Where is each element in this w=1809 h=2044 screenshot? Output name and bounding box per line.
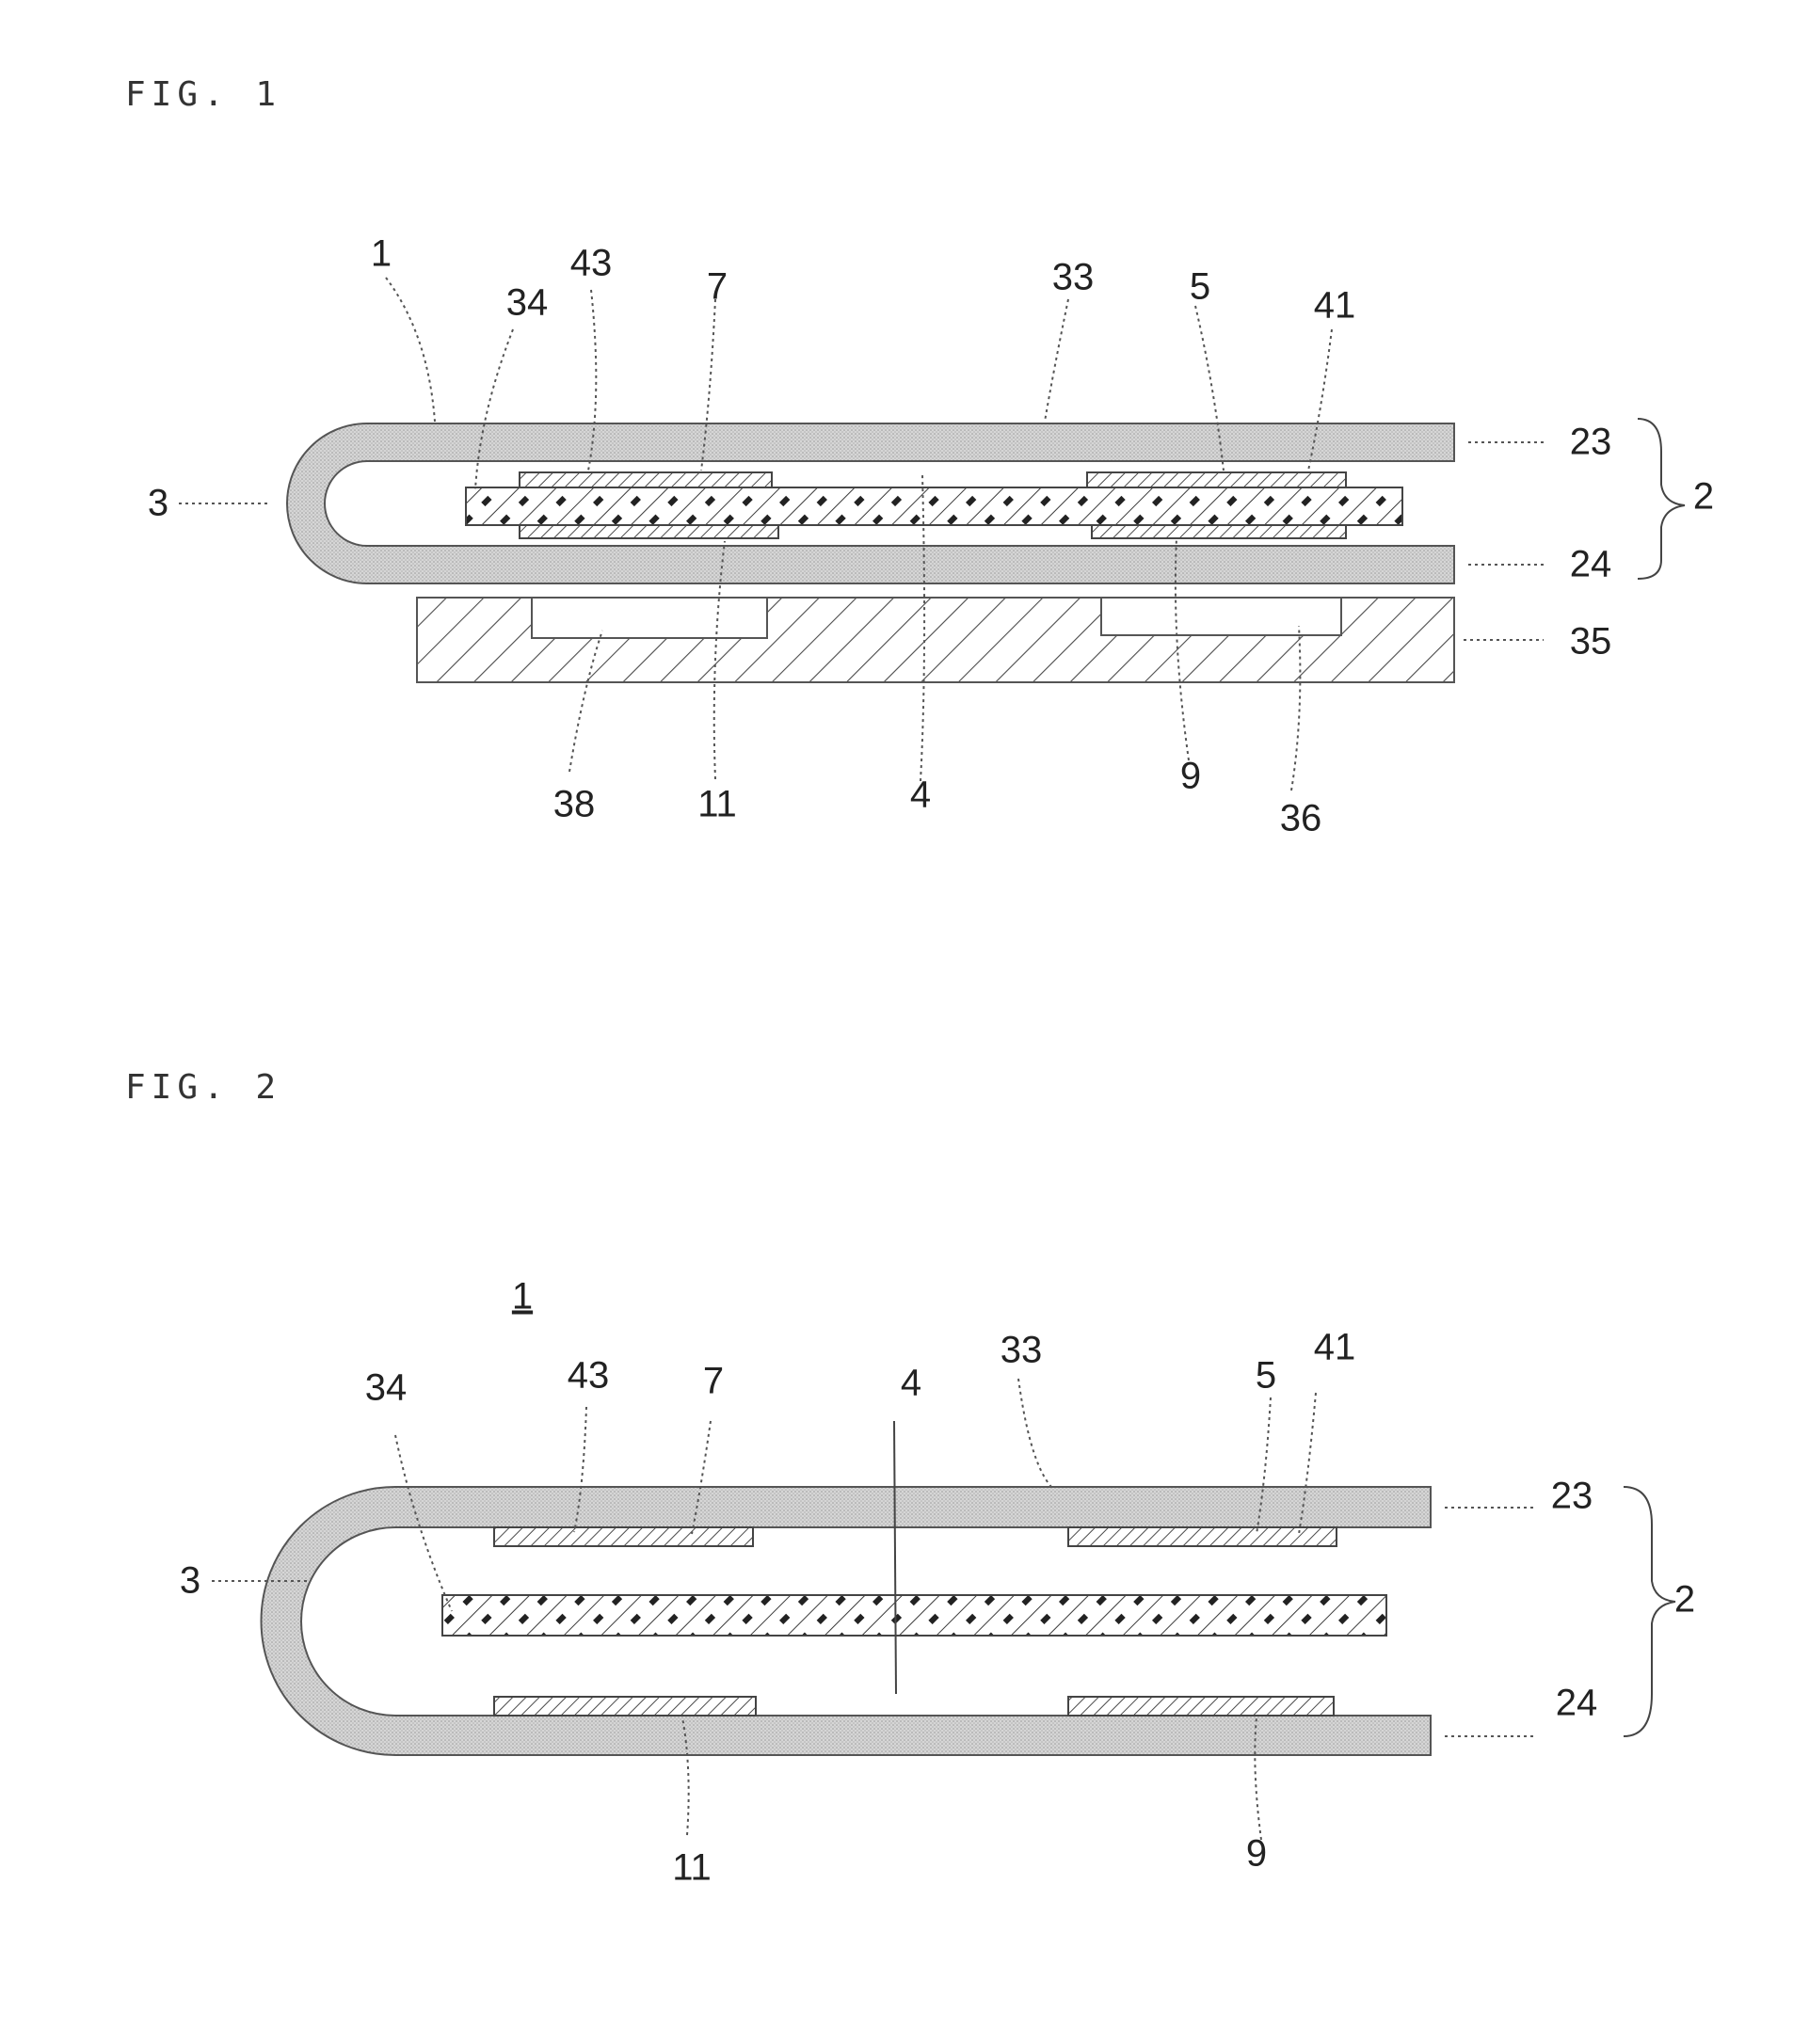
fig1-recess-36: [1101, 598, 1341, 635]
fig2-electrode-5: [1068, 1527, 1337, 1546]
fig1-label-23: 23: [1570, 422, 1612, 464]
fig1-label-4: 4: [910, 774, 931, 817]
fig2-label-4: 4: [901, 1363, 921, 1405]
fig1-label-9: 9: [1180, 756, 1201, 798]
fig1-title: FIG. 1: [125, 75, 281, 114]
fig2-label-24: 24: [1556, 1683, 1598, 1725]
fig1-recess-38: [532, 598, 767, 638]
fig1-label-34: 34: [506, 282, 549, 325]
fig2-electrode-11: [494, 1697, 756, 1716]
fig1-label-2: 2: [1693, 476, 1714, 519]
fig2-label-43: 43: [568, 1355, 610, 1397]
fig2-electrode-7: [494, 1527, 753, 1546]
fig1-electrode-7: [520, 472, 772, 487]
fig1-label-11: 11: [697, 784, 737, 826]
fig2-label-2: 2: [1674, 1579, 1695, 1621]
fig1-label-7: 7: [707, 266, 728, 309]
fig1-diagram: [179, 278, 1685, 790]
fig2-label-41: 41: [1314, 1327, 1356, 1369]
fig1-label-38: 38: [553, 784, 596, 826]
fig1-label-1: 1: [371, 233, 392, 276]
fig1-electrode-5: [1087, 472, 1346, 487]
fig2-electrode-9: [1068, 1697, 1334, 1716]
fig2-diagram: [212, 1379, 1675, 1840]
fig1-electrode-9: [1092, 525, 1346, 538]
fig1-label-33: 33: [1052, 257, 1095, 299]
fig2-label-33: 33: [1001, 1330, 1043, 1372]
fig1-plate-34: [466, 487, 1402, 525]
fig2-reference-1: 1: [512, 1276, 533, 1318]
fig1-label-41: 41: [1314, 285, 1356, 327]
fig2-label-11: 11: [672, 1847, 712, 1890]
fig2-label-9: 9: [1246, 1833, 1267, 1876]
fig1-electrode-11: [520, 525, 778, 538]
fig1-label-35: 35: [1570, 621, 1612, 663]
fig2-label-7: 7: [703, 1361, 724, 1403]
fig2-label-34: 34: [365, 1367, 408, 1410]
fig2-label-23: 23: [1551, 1476, 1593, 1518]
fig2-title: FIG. 2: [125, 1068, 281, 1107]
fig2-label-3: 3: [180, 1560, 200, 1603]
fig1-label-5: 5: [1190, 266, 1210, 309]
fig1-label-24: 24: [1570, 544, 1612, 586]
fig1-label-36: 36: [1280, 798, 1322, 840]
fig1-label-3: 3: [148, 483, 168, 525]
fig2-plate-34: [442, 1595, 1386, 1636]
fig1-label-43: 43: [570, 243, 613, 285]
fig2-label-5: 5: [1256, 1355, 1276, 1397]
